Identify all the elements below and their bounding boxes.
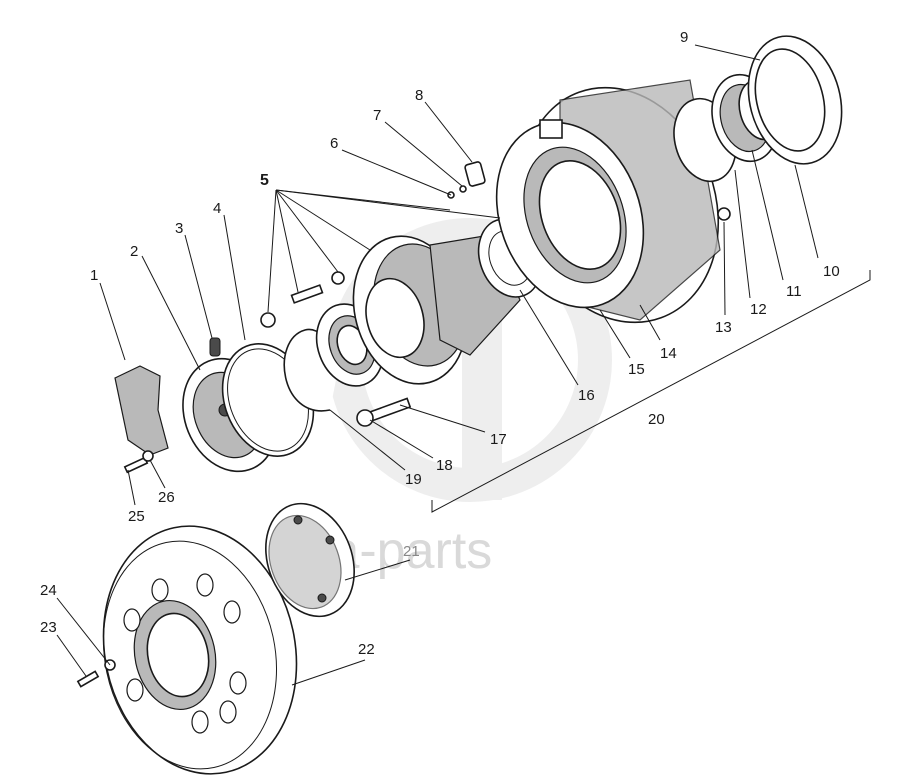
callout-23: 23 xyxy=(40,619,57,636)
end-flange xyxy=(747,35,843,165)
callout-14: 14 xyxy=(660,345,677,362)
callout-21: 21 xyxy=(403,543,420,560)
mounting-bracket xyxy=(114,365,169,456)
callout-26: 26 xyxy=(158,489,175,506)
callout-19: 19 xyxy=(405,471,422,488)
callout-18: 18 xyxy=(436,457,453,474)
callout-6: 6 xyxy=(330,135,338,152)
small-fasteners xyxy=(76,191,455,688)
callout-2: 2 xyxy=(130,243,138,260)
callout-1: 1 xyxy=(90,267,98,284)
callout-10: 10 xyxy=(823,263,840,280)
callout-20: 20 xyxy=(648,411,665,428)
small-clip xyxy=(459,161,486,193)
hub-cap xyxy=(265,502,355,618)
callout-5: 5 xyxy=(260,172,269,189)
callout-13: 13 xyxy=(715,319,732,336)
callout-22: 22 xyxy=(358,641,375,658)
callout-25: 25 xyxy=(128,508,145,525)
callout-24: 24 xyxy=(40,582,57,599)
brake-disc xyxy=(102,525,298,775)
leader-lines xyxy=(56,44,871,686)
callout-15: 15 xyxy=(628,361,645,378)
callout-11: 11 xyxy=(786,283,802,300)
callout-4: 4 xyxy=(213,200,221,217)
callout-16: 16 xyxy=(578,387,595,404)
callouts: 1 2 3 4 5 6 7 8 9 10 11 12 13 14 15 16 1… xyxy=(40,29,840,658)
callout-3: 3 xyxy=(175,220,183,237)
disc-holes xyxy=(123,573,247,734)
spring xyxy=(209,337,221,357)
callout-17: 17 xyxy=(490,431,507,448)
callout-7: 7 xyxy=(373,107,381,124)
callout-9: 9 xyxy=(680,29,688,46)
callout-8: 8 xyxy=(415,87,423,104)
callout-12: 12 xyxy=(750,301,767,318)
